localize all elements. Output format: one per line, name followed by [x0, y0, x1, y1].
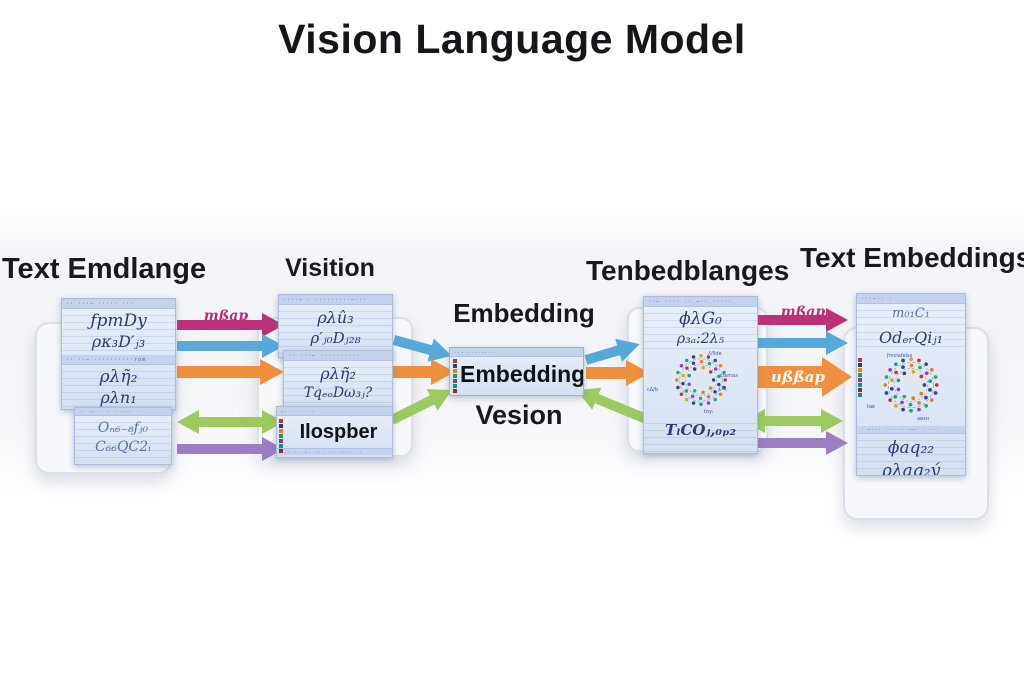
label-tenbedblanges: Tenbedblanges: [586, 255, 790, 286]
left-subcard: ·· –··· · ····–· ·· Oₙ₆₋₈ƒⱼ₀ C₆₆QC2ᵢ: [74, 407, 172, 465]
embedding-box: ··· ····–··· Embedding: [449, 347, 584, 396]
formula: ρ′ⱼ₀Dⱼ₂₈: [310, 329, 361, 347]
label-embedding-top: Embedding: [453, 298, 595, 328]
formula: TₗCOⱼ,₀ₚ₂: [664, 421, 737, 439]
arrow-g3-orange: [586, 360, 650, 386]
embedding-word: Embedding: [460, 361, 584, 387]
formula: TqₑₒDω₃ⱼ?: [303, 385, 373, 401]
right-card: ···–·· · m₀₁C₁ OdₑᵣQiⱼ₁ ƒmclafelss tав а…: [856, 293, 966, 476]
arrow-g4-blue: [757, 331, 848, 355]
right-ring-area: ƒmclafelss tав авзн: [857, 352, 965, 426]
arrow-g1-purple: [177, 437, 284, 461]
vision-word-card: –··· ····· Ilospber ··· ·· –· ··· ·· ···…: [276, 406, 393, 458]
color-chips: [858, 358, 862, 402]
label-visition: Visition: [285, 254, 375, 282]
arrow-g2-green: [389, 389, 452, 425]
right-card-line2: OdₑᵣQiⱼ₁: [857, 326, 965, 352]
ring-annotation: cΔ/b: [647, 387, 659, 393]
left-card: ·· ···– ····· ··· ƒpmDy ρκ₃D′ⱼ₃ ·· ··– ·…: [61, 298, 176, 410]
right-card-line1: m₀₁C₁: [857, 304, 965, 326]
formula: ρ₃ₐ:2λ₅: [676, 331, 725, 347]
vision-card-1: ····– · ·········–··· ρλû₃ ρ′ⱼ₀Dⱼ₂₈: [278, 294, 393, 358]
vision-card-1-header: ····– · ·········–···: [279, 295, 392, 305]
arrow-g3-blue: [584, 338, 640, 365]
formula: ρλῆ₂: [99, 367, 138, 387]
vision-word-card-footer: ··· ·· –· ··· ·· ···· ··: [277, 448, 392, 455]
formula: ρλag₂ý: [881, 461, 941, 476]
formula: ρλû₃: [317, 308, 354, 327]
ring-annotation: ƒmclafelss: [887, 353, 913, 359]
arrow-label-g1-magenta: mßap: [203, 308, 249, 324]
ring-annotation: toy₎: [704, 409, 714, 415]
right-card-divider: · –··· ··· ·· ––· · ···: [857, 426, 965, 434]
left-card-section1: ƒpmDy ρκ₃D′ⱼ₃: [62, 309, 175, 355]
formula: OdₑᵣQiⱼ₁: [879, 328, 943, 347]
vision-word-card-header: –··· ·····: [277, 407, 392, 416]
left-card-section2: ρλῆ₂ ρλn₁: [62, 365, 175, 409]
color-chips: [453, 359, 457, 393]
label-text-emdlange: Text Emdlange: [2, 253, 207, 285]
ring-annotation: clamaз: [720, 373, 738, 379]
ring-annotation: ʎ/llde: [708, 351, 722, 357]
vision-card-1-body: ρλû₃ ρ′ⱼ₀Dⱼ₂₈: [279, 305, 392, 357]
ring-annotation: λ=ι: [718, 387, 727, 393]
tenbed-card-formulas: ϕλG₀ ρ₃ₐ:2λ₅: [644, 307, 757, 349]
network-ring-diagram: [857, 352, 965, 418]
arrow-g4-purple: [757, 431, 848, 455]
ring-annotation: tав: [867, 404, 875, 410]
left-card-header: ·· ···– ····· ···: [62, 299, 175, 309]
formula: ρκ₃D′ⱼ₃: [91, 332, 146, 351]
label-text-embedding: Text Embeddings: [800, 242, 1024, 273]
arrow-g1-orange: [177, 359, 284, 385]
vision-card-2-header: ·· ···– ··········: [284, 351, 392, 361]
right-card-header: ···–·· ·: [857, 294, 965, 304]
arrow-g1-magenta: [177, 313, 284, 337]
tenbed-card-header: ··– ···· ·· –·· ·····: [644, 297, 757, 307]
tenbed-ring-area: ʎ/llde clamaз λ=ι cΔ/b toy₎: [644, 349, 757, 417]
left-subcard-header: ·· –··· · ····–· ··: [75, 408, 171, 416]
formula: ρλῆ₂: [320, 364, 356, 383]
left-card-divider: ·· ··– ··········róm: [62, 355, 175, 365]
embedding-box-header: ··· ····–···: [450, 348, 583, 357]
formula: C₆₆QC2ᵢ: [95, 439, 151, 455]
formula: Oₙ₆₋₈ƒⱼ₀: [97, 420, 149, 436]
formula: ρλn₁: [100, 388, 137, 407]
tenbed-card-bottom: TₗCOⱼ,₀ₚ₂: [644, 417, 757, 453]
tenbed-card: ··– ···· ·· –·· ····· ϕλG₀ ρ₃ₐ:2λ₅ ʎ/lld…: [643, 296, 758, 454]
right-card-bottom: ϕaq₂₂ ρλag₂ý: [857, 434, 965, 476]
arrow-g1-blue: [177, 334, 284, 358]
formula: m₀₁C₁: [892, 306, 930, 321]
formula: ϕλG₀: [679, 309, 722, 329]
arrow-g4-orange: [757, 357, 852, 397]
page-title: Vision Language Model: [278, 16, 746, 62]
left-subcard-body: Oₙ₆₋₈ƒⱼ₀ C₆₆QC2ᵢ: [75, 416, 171, 464]
vision-card-2-body: ρλῆ₂ TqₑₒDω₃ⱼ?: [284, 361, 392, 409]
vision-card-2: ·· ···– ·········· ρλῆ₂ TqₑₒDω₃ⱼ?: [283, 350, 393, 410]
formula: ϕaq₂₂: [887, 438, 935, 458]
ring-annotation: авзн: [917, 416, 929, 422]
formula: ƒpmDy: [90, 311, 147, 331]
label-vesion: Vesion: [475, 400, 563, 430]
color-chips: [279, 419, 283, 453]
arrow-g2-blue: [392, 335, 452, 362]
arrow-g2-orange: [392, 359, 455, 385]
arrow-g4-green: [743, 409, 843, 433]
vision-word: Ilospber: [299, 421, 378, 443]
arrow-label-g4-magenta: mßap: [780, 304, 826, 320]
arrow-label-g4-orange: ußßap: [771, 368, 825, 386]
arrow-g1-green: [177, 410, 284, 434]
network-ring-diagram: [644, 349, 757, 411]
arrow-g4-magenta: [757, 308, 848, 332]
